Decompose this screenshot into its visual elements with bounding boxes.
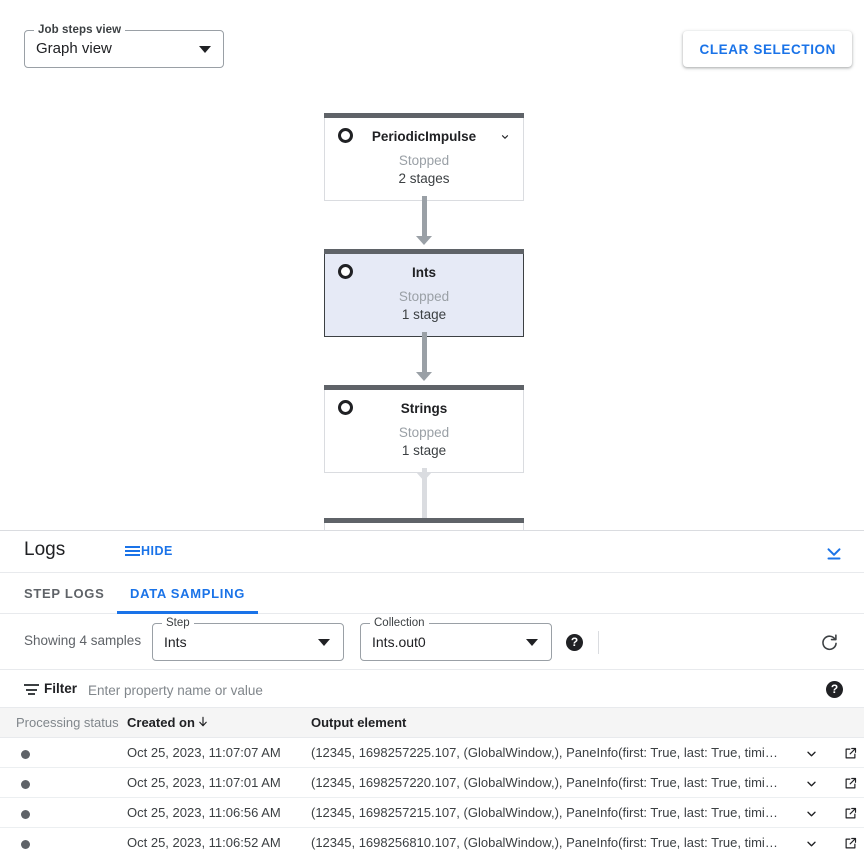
node-status: Stopped xyxy=(398,425,450,440)
open-in-new-icon[interactable] xyxy=(843,836,858,851)
collection-select[interactable]: Collection Ints.out0 xyxy=(360,616,552,661)
collection-select-value: Ints.out0 xyxy=(372,634,426,650)
cell-output-element: (12345, 1698256810.107, (GlobalWindow,),… xyxy=(311,835,781,850)
data-sampling-controls: Showing 4 samples Step Ints Collection I… xyxy=(0,614,864,670)
node-status: Stopped xyxy=(398,289,450,304)
cell-output-element: (12345, 1698257215.107, (GlobalWindow,),… xyxy=(311,805,781,820)
samples-table-header: Processing status Created on Output elem… xyxy=(0,708,864,738)
stop-circle-icon xyxy=(338,264,353,279)
node-stages: 2 stages xyxy=(398,171,450,186)
collapse-panel-icon[interactable] xyxy=(823,542,845,564)
column-created-on[interactable]: Created on xyxy=(127,715,195,730)
refresh-icon[interactable] xyxy=(819,632,840,653)
step-select-value: Ints xyxy=(164,634,187,650)
hide-logs-label: HIDE xyxy=(141,544,173,558)
chevron-down-icon[interactable] xyxy=(803,837,820,851)
samples-table-body: Oct 25, 2023, 11:07:07 AM (12345, 169825… xyxy=(0,738,864,856)
controls-divider xyxy=(598,631,599,654)
graph-node-ints[interactable]: Ints Stopped 1 stage xyxy=(324,249,524,337)
cell-output-element: (12345, 1698257225.107, (GlobalWindow,),… xyxy=(311,745,781,760)
filter-label: Filter xyxy=(44,681,78,696)
logs-header: Logs HIDE xyxy=(0,531,864,573)
job-graph-panel: Job steps view Graph view CLEAR SELECTIO… xyxy=(24,23,852,531)
status-dot xyxy=(21,810,30,819)
collection-select-label: Collection xyxy=(370,616,429,630)
logs-title: Logs xyxy=(24,539,66,560)
node-header-bar xyxy=(324,385,524,390)
graph-edge-arrow-3 xyxy=(416,472,432,481)
arrow-down-icon[interactable] xyxy=(196,714,210,730)
graph-node-periodicimpulse[interactable]: PeriodicImpulse Stopped 2 stages xyxy=(324,113,524,201)
graph-edge-1 xyxy=(421,196,427,236)
table-row[interactable]: Oct 25, 2023, 11:07:01 AM (12345, 169825… xyxy=(0,768,864,798)
cell-created-on: Oct 25, 2023, 11:06:56 AM xyxy=(127,805,281,820)
chevron-down-icon[interactable] xyxy=(803,777,820,791)
showing-samples-text: Showing 4 samples xyxy=(24,633,142,648)
stop-circle-icon xyxy=(338,128,353,143)
hamburger-icon xyxy=(125,545,140,557)
graph-node-strings[interactable]: Strings Stopped 1 stage xyxy=(324,385,524,473)
graph-node-partial[interactable] xyxy=(324,518,524,531)
logs-tabs: STEP LOGS DATA SAMPLING xyxy=(0,573,864,614)
step-select[interactable]: Step Ints xyxy=(152,616,344,661)
tab-data-sampling[interactable]: DATA SAMPLING xyxy=(117,573,259,614)
graph-edge-3 xyxy=(421,468,427,518)
graph-edge-arrow-2 xyxy=(416,372,432,381)
node-header-bar xyxy=(324,113,524,118)
cell-created-on: Oct 25, 2023, 11:06:52 AM xyxy=(127,835,281,850)
open-in-new-icon[interactable] xyxy=(843,746,858,761)
node-title: Strings xyxy=(400,401,448,416)
chevron-down-icon xyxy=(318,639,330,646)
column-processing-status[interactable]: Processing status xyxy=(16,715,119,730)
job-steps-view-label: Job steps view xyxy=(34,23,126,37)
table-row[interactable]: Oct 25, 2023, 11:06:56 AM (12345, 169825… xyxy=(0,798,864,828)
tab-step-logs[interactable]: STEP LOGS xyxy=(24,586,105,601)
column-output-element[interactable]: Output element xyxy=(311,715,407,730)
chevron-down-icon[interactable] xyxy=(499,131,511,143)
node-stages: 1 stage xyxy=(401,307,447,322)
filter-help-icon[interactable]: ? xyxy=(826,681,843,698)
panel-divider xyxy=(0,530,864,531)
table-row[interactable]: Oct 25, 2023, 11:06:52 AM (12345, 169825… xyxy=(0,828,864,856)
filter-input[interactable] xyxy=(86,679,786,701)
chevron-down-icon[interactable] xyxy=(803,747,820,761)
stop-circle-icon xyxy=(338,400,353,415)
filter-icon xyxy=(24,684,39,695)
job-steps-view-select[interactable]: Job steps view Graph view xyxy=(24,23,224,68)
chevron-down-icon xyxy=(199,46,211,53)
node-status: Stopped xyxy=(398,153,450,168)
chevron-down-icon xyxy=(526,639,538,646)
status-dot xyxy=(21,750,30,759)
filter-row: Filter ? xyxy=(0,670,864,708)
chevron-down-icon[interactable] xyxy=(803,807,820,821)
node-title: Ints xyxy=(411,265,436,280)
node-header-bar xyxy=(324,249,524,254)
status-dot xyxy=(21,840,30,849)
cell-output-element: (12345, 1698257220.107, (GlobalWindow,),… xyxy=(311,775,781,790)
collection-help-icon[interactable]: ? xyxy=(566,634,583,651)
graph-edge-2 xyxy=(421,332,427,372)
step-select-label: Step xyxy=(162,616,194,630)
hide-logs-button[interactable]: HIDE xyxy=(125,544,173,558)
status-dot xyxy=(21,780,30,789)
cell-created-on: Oct 25, 2023, 11:07:01 AM xyxy=(127,775,281,790)
node-header-bar xyxy=(324,518,524,523)
graph-edge-arrow-1 xyxy=(416,236,432,245)
clear-selection-button[interactable]: CLEAR SELECTION xyxy=(683,31,852,67)
node-stages: 1 stage xyxy=(401,443,447,458)
logs-panel: Logs HIDE STEP LOGS DATA SAMPLING Showin… xyxy=(0,531,864,856)
open-in-new-icon[interactable] xyxy=(843,776,858,791)
node-title: PeriodicImpulse xyxy=(371,129,477,144)
cell-created-on: Oct 25, 2023, 11:07:07 AM xyxy=(127,745,281,760)
job-steps-view-value: Graph view xyxy=(36,40,112,57)
open-in-new-icon[interactable] xyxy=(843,806,858,821)
table-row[interactable]: Oct 25, 2023, 11:07:07 AM (12345, 169825… xyxy=(0,738,864,768)
